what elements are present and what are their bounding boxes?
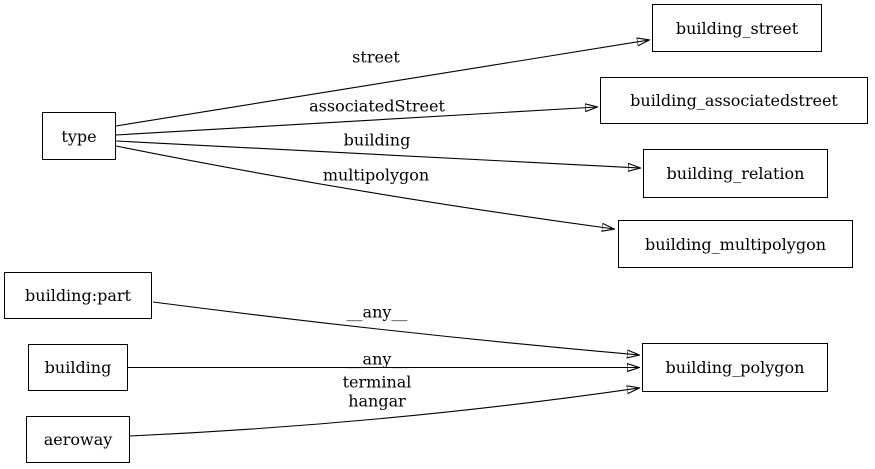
node-building-multipolygon: building_multipolygon xyxy=(618,220,853,268)
node-building-street-label: building_street xyxy=(675,18,799,38)
node-type-label: type xyxy=(61,126,97,146)
edge-type-building-associatedstreet xyxy=(115,107,597,136)
edge-label-street: street xyxy=(352,47,400,67)
edge-type-building-relation xyxy=(115,140,640,168)
edge-buildingpart-building-polygon xyxy=(152,301,639,355)
edge-aeroway-building-polygon xyxy=(129,388,639,437)
node-aeroway-label: aeroway xyxy=(43,430,113,449)
edge-label-any-buildingpart: __any__ xyxy=(346,302,408,322)
node-building-label: building xyxy=(44,358,112,377)
node-aeroway: aeroway xyxy=(26,416,130,463)
node-building: building xyxy=(28,344,128,391)
edge-label-hangar: hangar xyxy=(348,391,406,411)
edge-type-building-street xyxy=(115,40,649,127)
node-building-associatedstreet: building_associatedstreet xyxy=(600,77,868,124)
node-building-relation: building_relation xyxy=(643,149,828,198)
node-building-polygon-label: building_polygon xyxy=(665,358,805,377)
node-type: type xyxy=(42,112,116,160)
node-building-part: building:part xyxy=(4,272,152,319)
edge-label-associatedstreet: associatedStreet xyxy=(309,96,445,116)
edge-label-terminal: terminal xyxy=(342,372,412,392)
edge-label-building: building xyxy=(343,130,411,150)
node-building-part-label: building:part xyxy=(25,286,131,305)
edge-label-multipolygon: multipolygon xyxy=(322,165,430,185)
node-building-multipolygon-label: building_multipolygon xyxy=(644,234,827,254)
edge-label-any-building: __any__ xyxy=(346,349,408,369)
edge-type-building-multipolygon xyxy=(115,145,614,229)
node-building-polygon: building_polygon xyxy=(642,343,828,392)
node-building-relation-label: building_relation xyxy=(666,164,805,183)
node-building-street: building_street xyxy=(652,4,822,52)
node-building-associatedstreet-label: building_associatedstreet xyxy=(630,91,838,110)
